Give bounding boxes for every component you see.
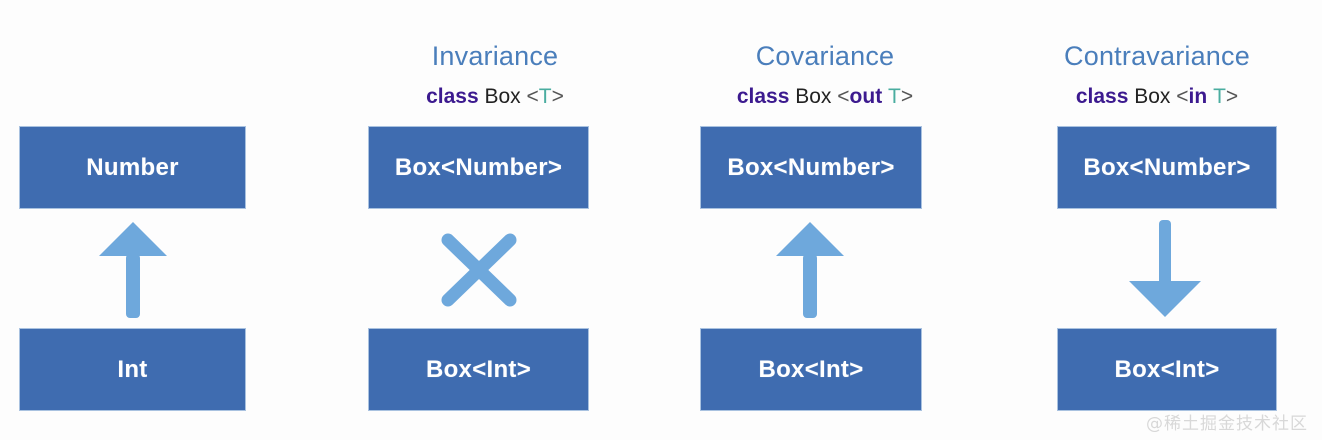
type-param-contravariance: T <box>1213 85 1226 108</box>
connector-arrow-down-contravariance <box>1115 218 1215 320</box>
heading-invariance: Invariance <box>431 41 559 71</box>
box-bottom-contravariance: Box<Int> <box>1057 328 1277 411</box>
connector-arrow-up-covariance <box>760 218 860 320</box>
box-top-hierarchy: Number <box>19 126 246 209</box>
column-invariance: Invariance class Box <T> Box<Number> Box… <box>330 0 660 440</box>
signature-covariance: class Box <out T> <box>660 84 990 110</box>
angle-close-contravariance: > <box>1225 85 1239 108</box>
class-name-contravariance: Box <box>1134 85 1171 108</box>
keyword-class-invariance: class <box>426 85 479 108</box>
heading-covariance: Covariance <box>755 41 895 71</box>
connector-cross-invariance <box>428 218 528 320</box>
box-bottom-covariance: Box<Int> <box>700 328 922 411</box>
angle-close-covariance: > <box>900 85 914 108</box>
angle-open-contravariance: < <box>1176 85 1189 108</box>
type-param-invariance: T <box>538 85 552 108</box>
column-contravariance: Contravariance class Box <in T> Box<Numb… <box>992 0 1322 440</box>
column-hierarchy: Number Int <box>0 0 330 440</box>
keyword-in-contravariance: in <box>1188 85 1208 108</box>
keyword-class-contravariance: class <box>1075 85 1129 108</box>
keyword-out-covariance: out <box>849 85 883 108</box>
box-bottom-hierarchy: Int <box>19 328 246 411</box>
box-top-contravariance: Box<Number> <box>1057 126 1277 209</box>
signature-invariance: class Box <T> <box>330 84 660 110</box>
box-top-covariance: Box<Number> <box>700 126 922 209</box>
column-covariance: Covariance class Box <out T> Box<Number>… <box>660 0 990 440</box>
box-top-invariance: Box<Number> <box>368 126 589 209</box>
signature-contravariance: class Box <in T> <box>992 84 1322 110</box>
type-param-covariance: T <box>888 85 901 108</box>
angle-close-invariance: > <box>551 85 564 108</box>
class-name-invariance: Box <box>484 85 521 108</box>
box-bottom-invariance: Box<Int> <box>368 328 589 411</box>
heading-contravariance: Contravariance <box>1064 41 1250 71</box>
keyword-class-covariance: class <box>736 85 790 108</box>
angle-open-invariance: < <box>526 85 539 108</box>
class-name-covariance: Box <box>795 85 832 108</box>
connector-arrow-up-hierarchy <box>83 218 183 320</box>
angle-open-covariance: < <box>837 85 850 108</box>
